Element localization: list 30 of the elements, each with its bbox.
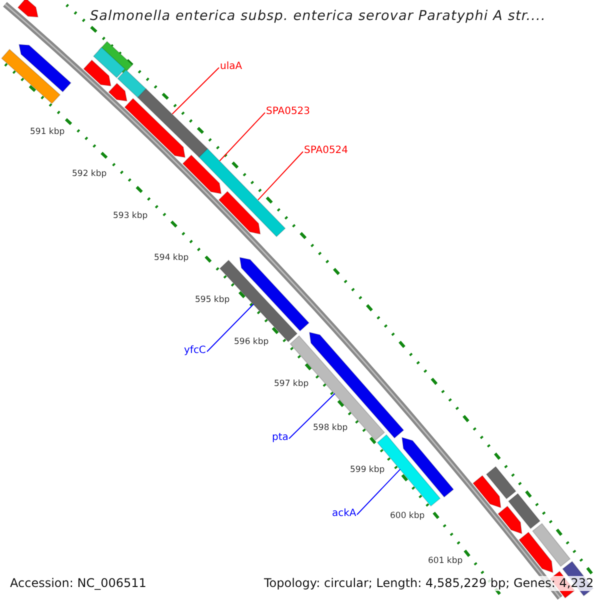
gene-bar: [198, 148, 286, 238]
scale-label: 599 kbp: [350, 466, 385, 476]
scale-label: 594 kbp: [154, 254, 189, 264]
map-info-text: Accession: NC_006511: [8, 576, 148, 592]
pointed-gene-block: [239, 256, 310, 332]
gene-bar: [290, 335, 386, 441]
map-title: Salmonella enterica subsp. enterica serovar Paratyphi A str....: [90, 9, 546, 24]
scale-label: 596 kbp: [234, 338, 269, 348]
gene-label: ackA: [332, 508, 356, 519]
scale-label: 595 kbp: [195, 296, 230, 306]
map-info-text: Topology: circular; Length: 4,585,229 bp; Genes: 4,232: [262, 576, 596, 592]
leader-line: [219, 112, 266, 162]
gene-label: SPA0523: [266, 106, 310, 117]
scale-label: 591 kbp: [30, 128, 65, 138]
leader-line: [206, 304, 254, 352]
scale-label: 593 kbp: [113, 212, 148, 222]
scale-label: 598 kbp: [313, 424, 348, 434]
leader-line: [288, 393, 336, 440]
scale-label: 592 kbp: [72, 170, 107, 180]
scale-label: 601 kbp: [428, 557, 463, 566]
gene-label: pta: [272, 432, 288, 443]
gene-label: ulaA: [220, 61, 242, 72]
leader-line: [258, 151, 304, 200]
gene-bar: [137, 88, 208, 158]
scale-label: 600 kbp: [390, 512, 425, 522]
leader-line: [356, 468, 401, 516]
scale-label: 597 kbp: [274, 380, 309, 390]
gene-label: yfcC: [184, 345, 206, 356]
leader-line: [172, 67, 220, 115]
gene-label: SPA0524: [304, 145, 348, 156]
